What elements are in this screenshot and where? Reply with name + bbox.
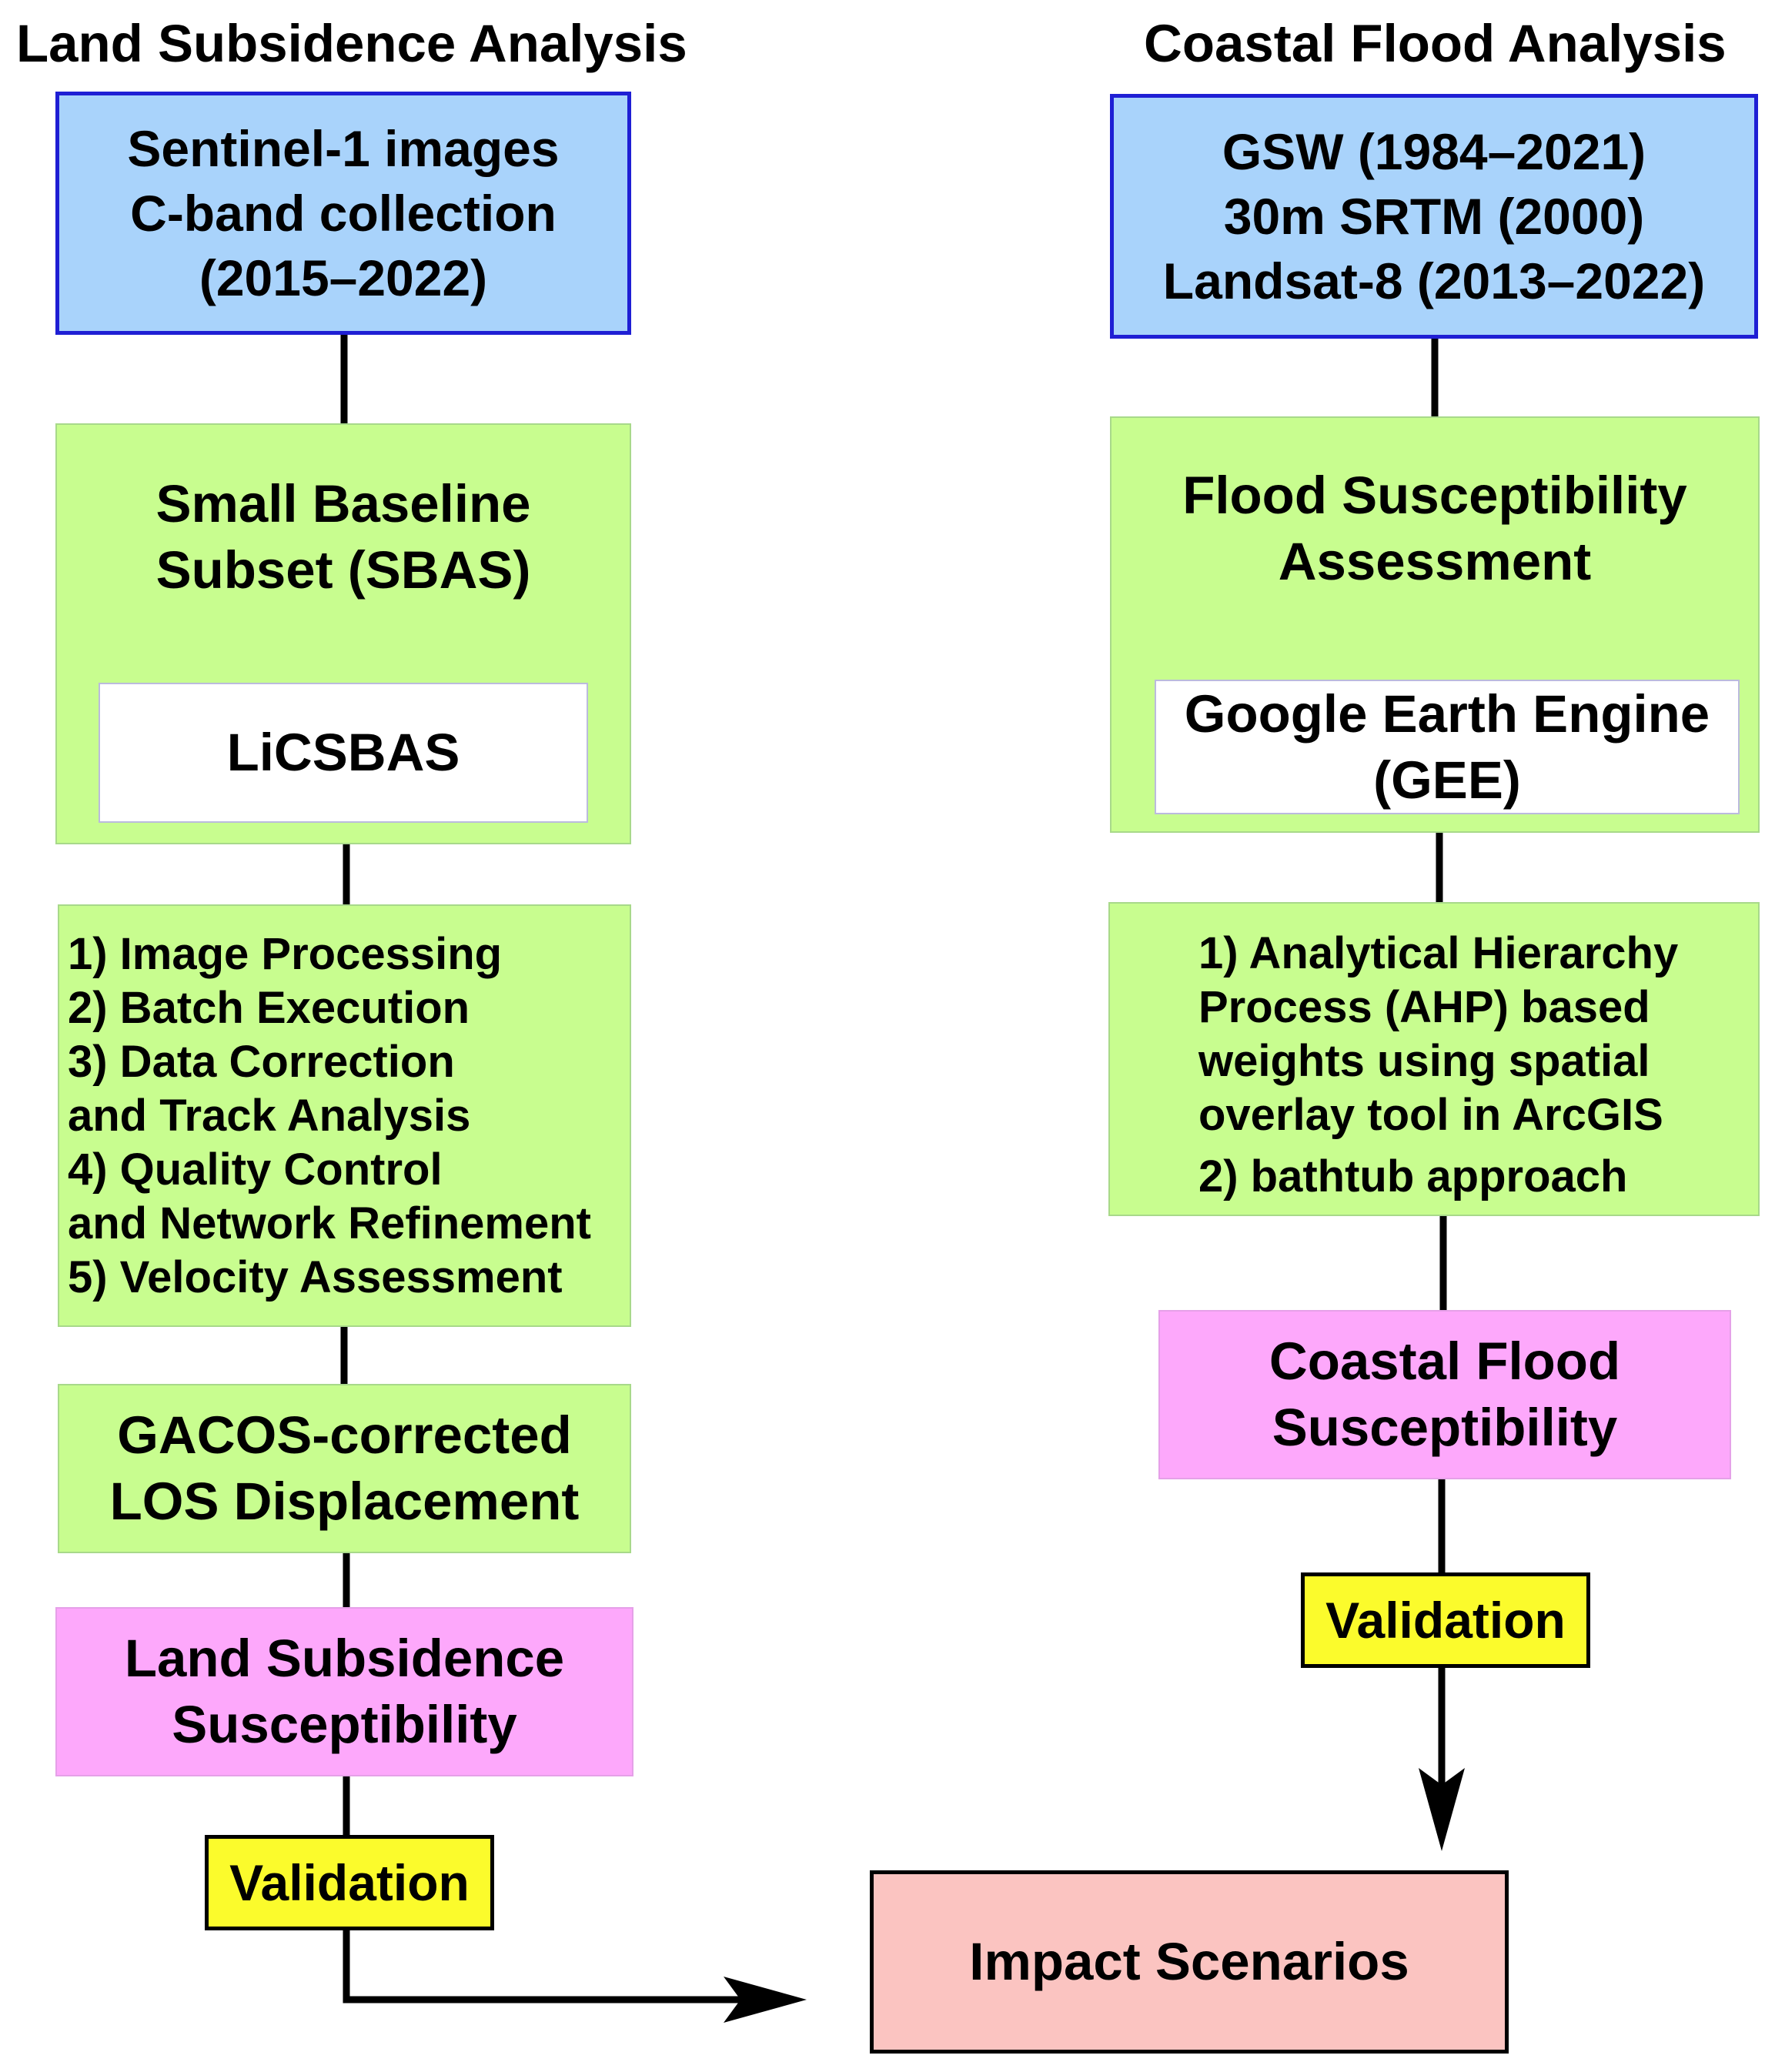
flood-steps-list: 1) Analytical Hierarchy Process (AHP) ba… — [1198, 927, 1678, 1204]
step-item: Process (AHP) based — [1198, 982, 1650, 1032]
step-item: and Network Refinement — [68, 1198, 591, 1248]
gacos-displacement-box: GACOS-corrected LOS Displacement — [58, 1384, 631, 1553]
left-validation-label: Validation — [229, 1854, 470, 1911]
flood-input-box: GSW (1984–2021) 30m SRTM (2000) Landsat-… — [1110, 94, 1758, 339]
gee-tool-line: Google Earth Engine — [1184, 683, 1710, 744]
flood-steps-box: 1) Analytical Hierarchy Process (AHP) ba… — [1108, 902, 1760, 1216]
flood-input-line: 30m SRTM (2000) — [1223, 188, 1645, 245]
left-column-heading: Land Subsidence Analysis — [16, 14, 687, 73]
flood-input-line: GSW (1984–2021) — [1222, 123, 1646, 180]
coastal-flood-susceptibility-box: Coastal Flood Susceptibility — [1158, 1310, 1731, 1479]
licsbas-tool-box: LiCSBAS — [99, 683, 588, 823]
impact-scenarios-label: Impact Scenarios — [969, 1932, 1409, 1991]
arrowhead-right — [1419, 1768, 1465, 1851]
gee-tool-box: Google Earth Engine (GEE) — [1155, 680, 1740, 814]
step-item: 1) Image Processing — [68, 929, 503, 979]
step-item: and Track Analysis — [68, 1091, 471, 1141]
impact-scenarios-box: Impact Scenarios — [870, 1870, 1509, 2054]
sentinel-input-box: Sentinel-1 images C-band collection (201… — [55, 92, 631, 335]
right-validation-box: Validation — [1301, 1572, 1590, 1668]
land-subsidence-line: Land Subsidence — [124, 1629, 565, 1688]
connector-left-to-output — [343, 1928, 754, 2003]
licsbas-tool-label: LiCSBAS — [226, 723, 460, 782]
right-validation-label: Validation — [1325, 1592, 1566, 1649]
sentinel-input-line: C-band collection — [130, 185, 557, 242]
flood-method-line: Flood Susceptibility — [1182, 466, 1687, 525]
land-subsidence-susceptibility-box: Land Subsidence Susceptibility — [55, 1607, 633, 1776]
licsbas-steps-box: 1) Image Processing 2) Batch Execution 3… — [58, 904, 631, 1327]
right-column-heading: Coastal Flood Analysis — [1144, 14, 1727, 73]
step-item: 2) Batch Execution — [68, 983, 470, 1033]
sbas-method-line: Subset (SBAS) — [155, 540, 531, 600]
step-item: 1) Analytical Hierarchy — [1198, 928, 1679, 978]
step-item: 3) Data Correction — [68, 1037, 455, 1087]
sentinel-input-line: (2015–2022) — [199, 249, 488, 306]
step-item: 5) Velocity Assessment — [68, 1252, 563, 1302]
sbas-method-line: Small Baseline — [155, 474, 531, 533]
land-subsidence-line: Susceptibility — [172, 1695, 517, 1754]
arrowhead-left — [724, 1977, 807, 2023]
step-item: overlay tool in ArcGIS — [1198, 1090, 1663, 1140]
flood-method-title: Flood Susceptibility Assessment — [1111, 463, 1758, 595]
sentinel-input-line: Sentinel-1 images — [127, 120, 560, 177]
gacos-displacement-line: GACOS-corrected — [117, 1405, 572, 1465]
flood-method-line: Assessment — [1278, 532, 1592, 591]
step-item: 2) bathtub approach — [1198, 1151, 1628, 1201]
sbas-method-box: Small Baseline Subset (SBAS) LiCSBAS — [55, 423, 631, 844]
left-validation-box: Validation — [205, 1835, 494, 1930]
gee-tool-line: (GEE) — [1373, 750, 1521, 810]
coastal-flood-line: Susceptibility — [1272, 1398, 1618, 1457]
coastal-flood-line: Coastal Flood — [1269, 1332, 1621, 1391]
licsbas-steps-list: 1) Image Processing 2) Batch Execution 3… — [68, 927, 591, 1305]
flood-method-box: Flood Susceptibility Assessment Google E… — [1110, 416, 1760, 833]
flood-input-line: Landsat-8 (2013–2022) — [1162, 252, 1706, 309]
step-item: weights using spatial — [1198, 1036, 1650, 1086]
sbas-method-title: Small Baseline Subset (SBAS) — [57, 471, 630, 603]
gacos-displacement-line: LOS Displacement — [109, 1472, 580, 1531]
step-item: 4) Quality Control — [68, 1145, 443, 1195]
